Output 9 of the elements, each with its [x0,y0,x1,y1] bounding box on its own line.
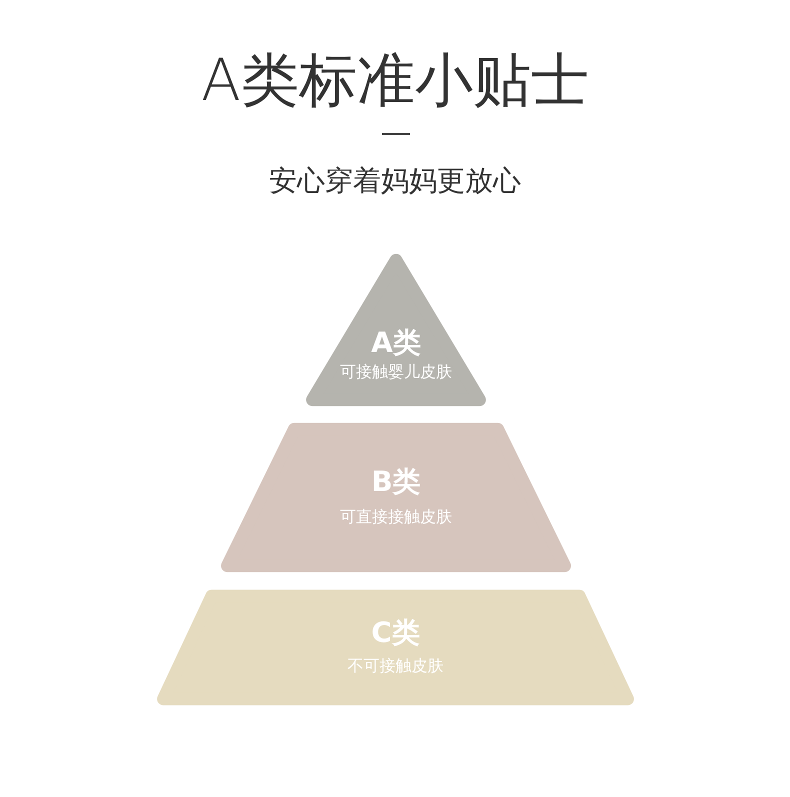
tier-heading: C类 [371,615,420,651]
tier-description: 可接触婴儿皮肤 [340,362,452,383]
tier-description: 可直接接触皮肤 [340,507,452,528]
tier-description: 不可接触皮肤 [348,656,444,677]
triangle-tier [305,252,487,408]
subtitle-text: 安心穿着妈妈更放心 [269,163,521,199]
tier-heading: A类 [371,325,421,361]
tier-heading: B类 [371,464,421,500]
title-text: A类标准小贴士 [201,45,589,116]
